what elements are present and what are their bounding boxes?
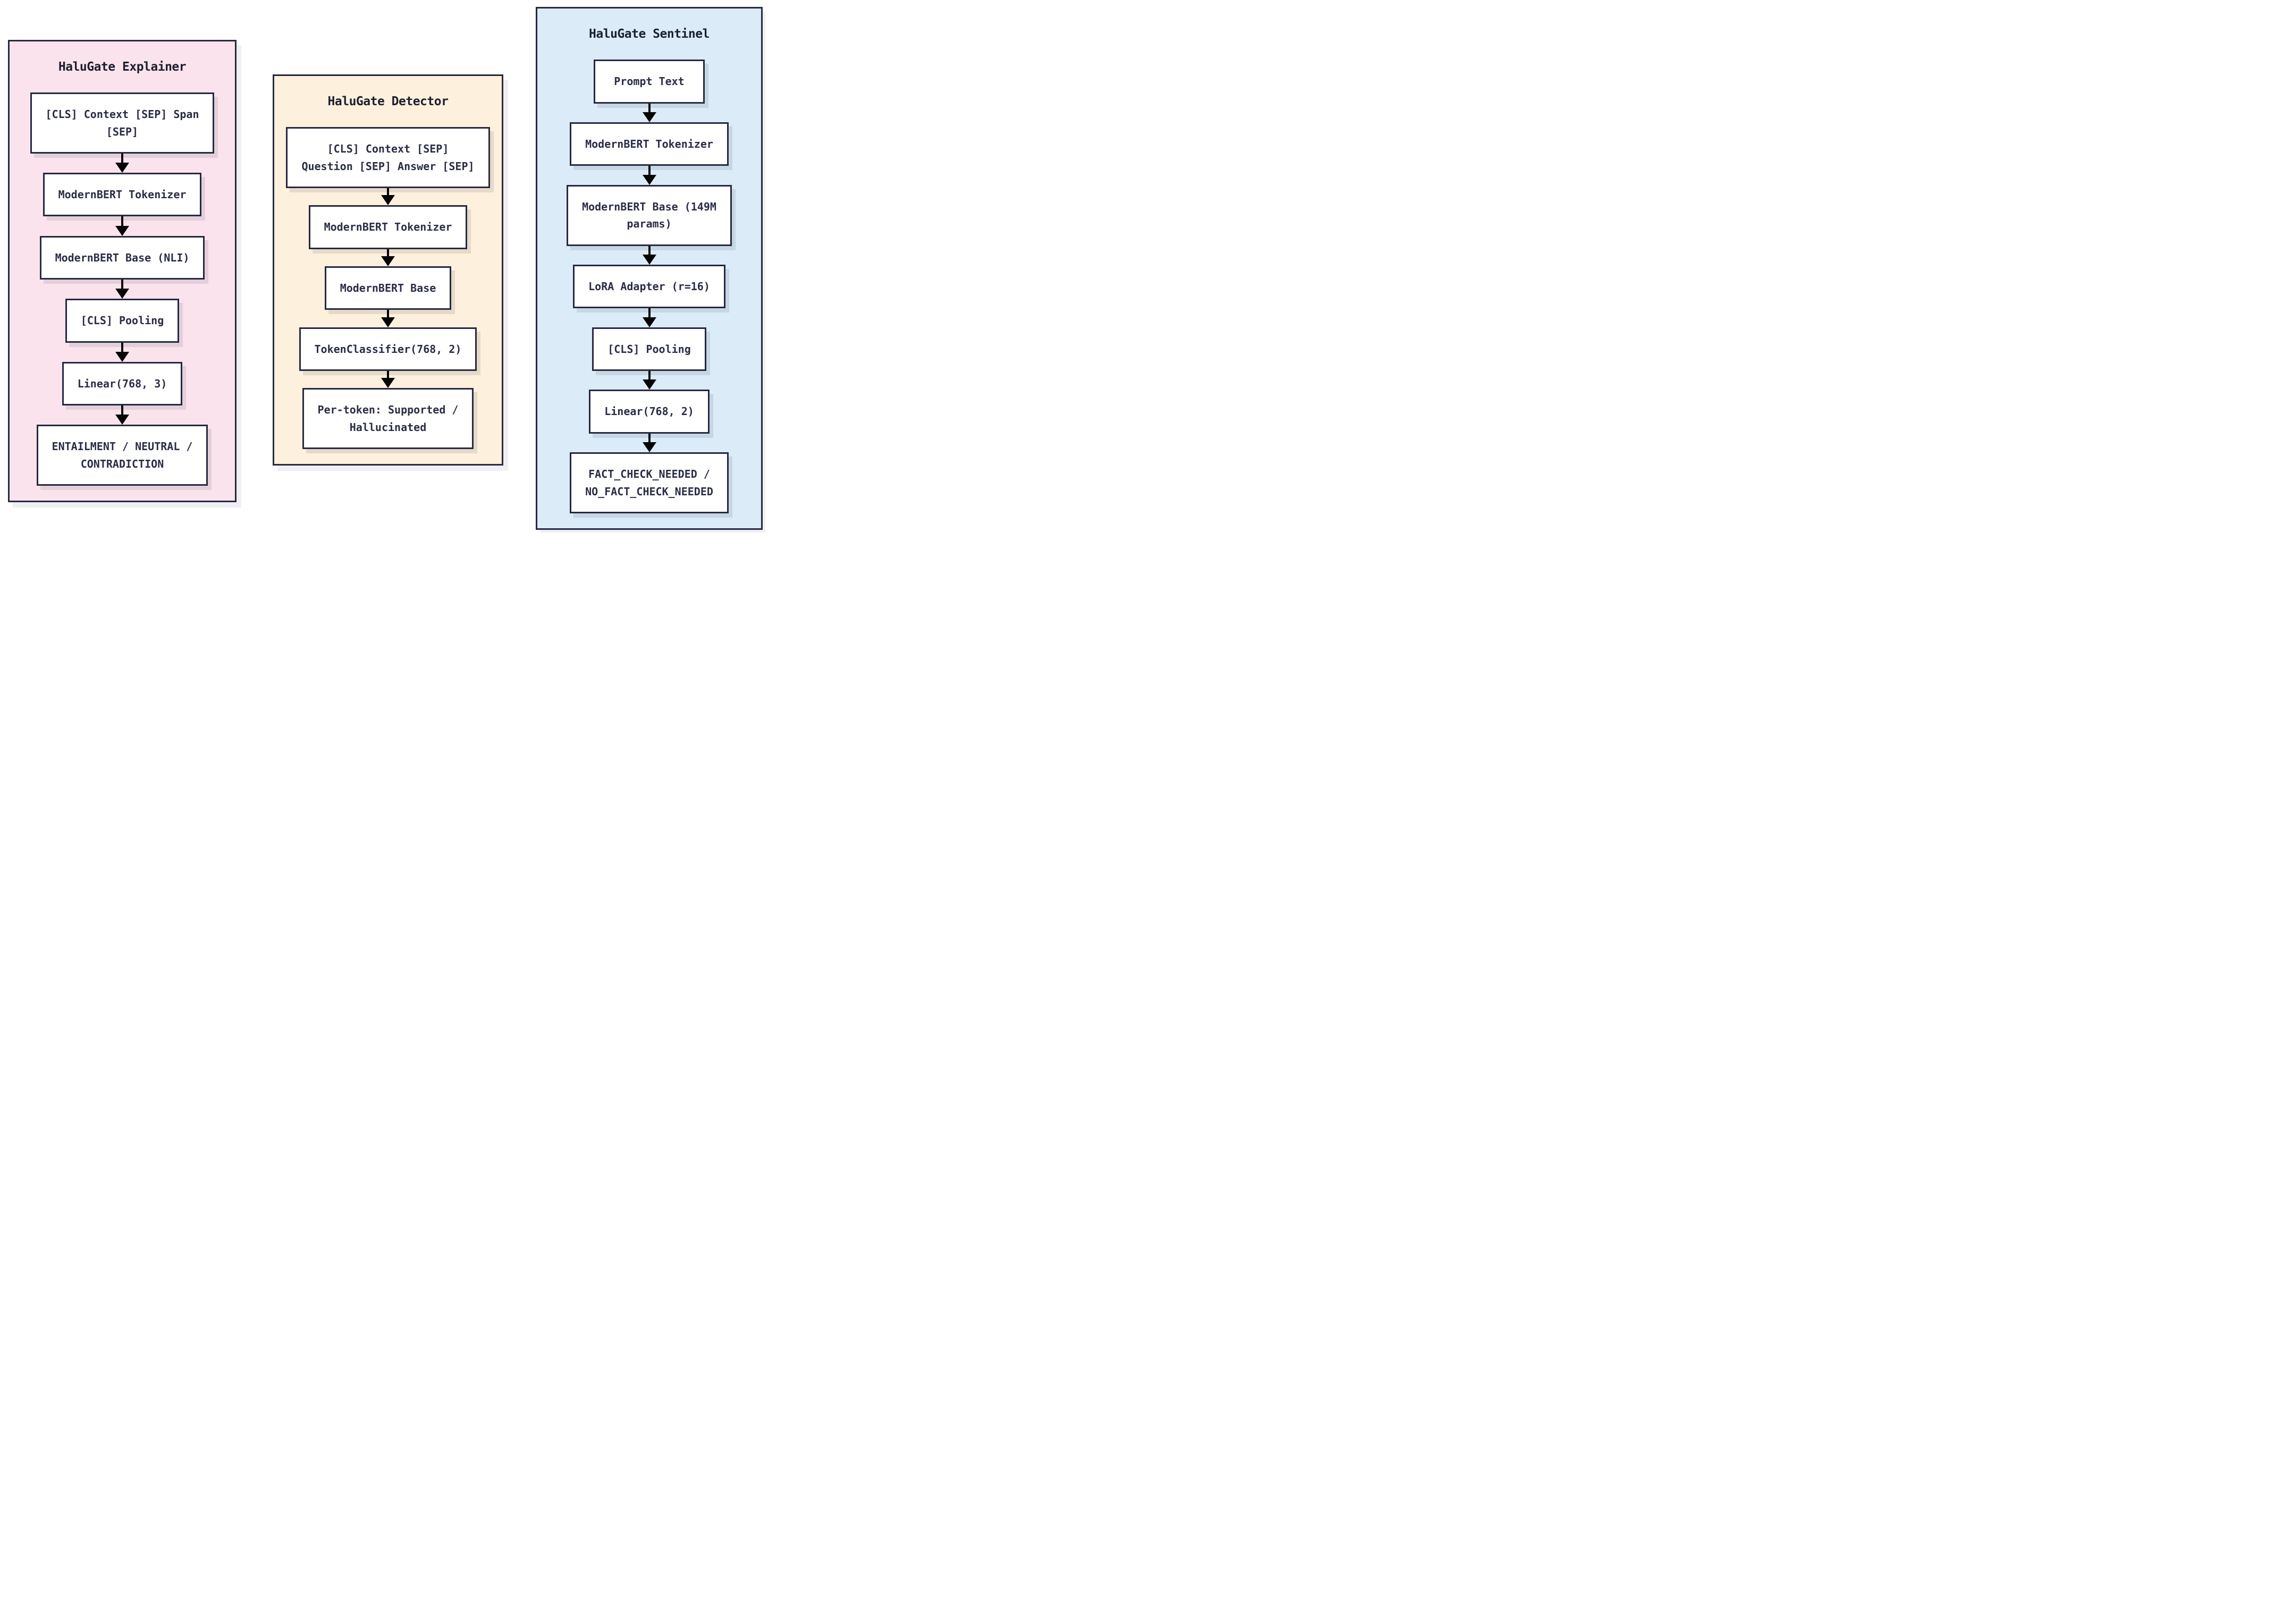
panel-halugate-sentinel: HaluGate Sentinel Prompt Text ModernBERT… — [536, 7, 763, 530]
arrow-shaft — [387, 188, 389, 196]
arrow-head — [381, 378, 395, 388]
arrow-down-icon — [20, 280, 224, 299]
arrow-head — [642, 317, 656, 327]
arrow-head — [642, 174, 656, 185]
arrow-down-icon — [20, 153, 224, 173]
arrow-head — [115, 415, 129, 425]
flow-node-cls-pooling: [CLS] Pooling — [65, 299, 180, 343]
flow-stack: Prompt Text ModernBERT Tokenizer ModernB… — [537, 53, 761, 528]
node-line: FACT_CHECK_NEEDED / — [588, 468, 710, 481]
node-line: [CLS] Pooling — [607, 342, 691, 356]
flow-node-tokenizer: ModernBERT Tokenizer — [43, 173, 202, 217]
flow-node-output-labels: Per-token: Supported / Hallucinated — [302, 388, 474, 450]
node-line: Linear(768, 2) — [604, 405, 694, 418]
flow-node-base-nli: ModernBERT Base (NLI) — [39, 235, 205, 280]
flow-node-linear: Linear(768, 2) — [589, 390, 710, 434]
panel-halugate-detector: HaluGate Detector [CLS] Context [SEP] Qu… — [273, 74, 503, 466]
arrow-shaft — [121, 153, 123, 164]
arrow-shaft — [648, 371, 651, 381]
node-line: CONTRADICTION — [80, 457, 164, 470]
flow-node-lora-adapter: LoRA Adapter (r=16) — [573, 264, 725, 309]
arrow-down-icon — [285, 249, 491, 266]
arrow-head — [642, 254, 656, 265]
node-line: Question [SEP] Answer [SEP] — [301, 159, 475, 173]
flow-node-tokenizer: ModernBERT Tokenizer — [570, 122, 729, 166]
arrow-head — [642, 112, 656, 122]
arrow-shaft — [648, 246, 651, 255]
node-line: [CLS] Context [SEP] — [327, 142, 449, 156]
arrow-head — [115, 225, 129, 236]
arrow-shaft — [121, 216, 123, 226]
flow-node-base: ModernBERT Base — [324, 266, 452, 310]
node-line: ModernBERT Base (NLI) — [55, 251, 190, 264]
node-line: ModernBERT Tokenizer — [58, 188, 187, 201]
flow-node-token-classifier: TokenClassifier(768, 2) — [299, 327, 477, 371]
node-line: params) — [627, 217, 672, 231]
arrow-head — [642, 379, 656, 390]
flow-node-input: [CLS] Context [SEP] Span [SEP] — [30, 92, 215, 154]
node-line: NO_FACT_CHECK_NEEDED — [585, 485, 713, 498]
flow-node-cls-pooling: [CLS] Pooling — [592, 327, 706, 371]
node-line: ModernBERT Base — [340, 281, 436, 294]
diagram-canvas: HaluGate Explainer [CLS] Context [SEP] S… — [0, 0, 765, 533]
arrow-head — [381, 317, 395, 327]
panel-halugate-explainer: HaluGate Explainer [CLS] Context [SEP] S… — [8, 40, 237, 502]
arrow-shaft — [648, 433, 651, 443]
arrow-down-icon — [548, 308, 750, 327]
flow-node-base-149m: ModernBERT Base (149M params) — [567, 184, 732, 246]
arrow-head — [115, 351, 129, 362]
arrow-shaft — [648, 308, 651, 318]
arrow-shaft — [648, 103, 651, 113]
arrow-shaft — [121, 342, 123, 352]
arrow-head — [115, 163, 129, 173]
arrow-shaft — [387, 249, 389, 257]
arrow-shaft — [387, 310, 389, 318]
node-line: Hallucinated — [349, 420, 427, 434]
flow-stack: [CLS] Context [SEP] Question [SEP] Answe… — [274, 121, 502, 464]
flow-node-output-labels: FACT_CHECK_NEEDED / NO_FACT_CHECK_NEEDED — [570, 452, 729, 514]
flow-node-linear: Linear(768, 3) — [62, 361, 183, 406]
arrow-shaft — [648, 166, 651, 175]
flow-node-tokenizer: ModernBERT Tokenizer — [308, 205, 468, 249]
node-line: ModernBERT Base (149M — [582, 200, 716, 213]
arrow-head — [381, 256, 395, 266]
arrow-head — [381, 195, 395, 206]
arrow-down-icon — [548, 246, 750, 265]
arrow-down-icon — [548, 166, 750, 185]
arrow-head — [115, 289, 129, 299]
panel-title: HaluGate Sentinel — [589, 27, 710, 41]
node-line: [CLS] Pooling — [80, 314, 164, 327]
node-line: [SEP] — [106, 125, 139, 138]
arrow-shaft — [121, 280, 123, 290]
arrow-shaft — [387, 370, 389, 379]
node-line: Prompt Text — [614, 75, 685, 88]
arrow-down-icon — [548, 103, 750, 122]
panel-title: HaluGate Detector — [327, 95, 449, 109]
flow-node-input: [CLS] Context [SEP] Question [SEP] Answe… — [286, 127, 490, 188]
arrow-down-icon — [20, 216, 224, 236]
node-line: ENTAILMENT / NEUTRAL / — [52, 440, 193, 453]
arrow-down-icon — [548, 433, 750, 453]
node-line: TokenClassifier(768, 2) — [314, 342, 462, 356]
flow-node-prompt-text: Prompt Text — [593, 60, 705, 104]
arrow-down-icon — [285, 370, 491, 388]
arrow-down-icon — [548, 371, 750, 390]
arrow-shaft — [121, 405, 123, 416]
arrow-down-icon — [20, 405, 224, 425]
node-line: [CLS] Context [SEP] Span — [45, 108, 199, 121]
arrow-down-icon — [285, 188, 491, 206]
flow-stack: [CLS] Context [SEP] Span [SEP] ModernBER… — [10, 86, 235, 501]
node-line: ModernBERT Tokenizer — [585, 137, 713, 150]
panel-title: HaluGate Explainer — [58, 60, 187, 74]
flow-node-output-labels: ENTAILMENT / NEUTRAL / CONTRADICTION — [36, 425, 208, 486]
arrow-down-icon — [20, 342, 224, 362]
node-line: Linear(768, 3) — [77, 377, 167, 390]
arrow-down-icon — [285, 310, 491, 327]
node-line: LoRA Adapter (r=16) — [588, 280, 710, 293]
arrow-head — [642, 442, 656, 453]
node-line: Per-token: Supported / — [317, 403, 459, 417]
node-line: ModernBERT Tokenizer — [324, 221, 452, 234]
